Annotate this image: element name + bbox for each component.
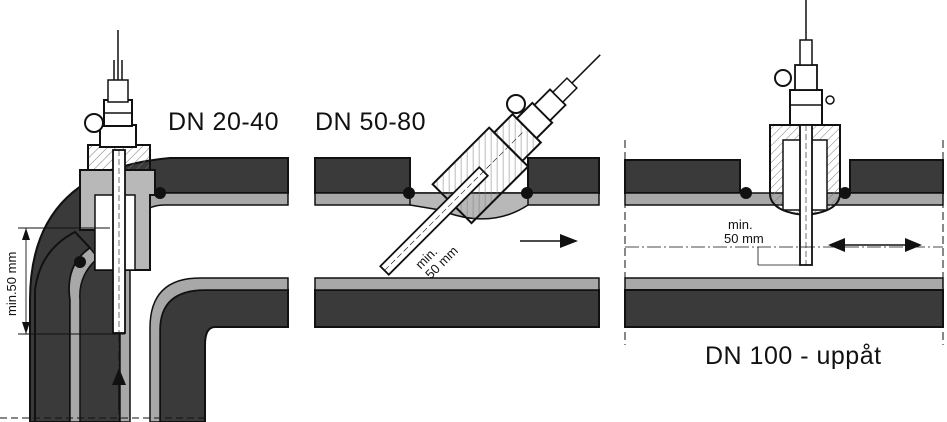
panel-straight [624, 0, 944, 345]
label-min-50-vertical: min.50 mm [4, 251, 19, 316]
pipe-top-wall [624, 159, 741, 194]
label-dn-20-40: DN 20-40 [168, 108, 279, 136]
pipe-bottom-wall [624, 289, 944, 328]
seal-ring [740, 187, 752, 199]
label-min: min. [728, 217, 753, 232]
flow-arrow-bidirectional [828, 238, 922, 252]
seal-ring [74, 256, 86, 268]
elbow-inner-liner [149, 277, 289, 422]
pipe-top-wall [849, 159, 944, 194]
seal-ring [839, 187, 851, 199]
flow-arrow-right [520, 234, 578, 248]
pipe-bottom-wall [314, 289, 600, 328]
pipe-top-wall [314, 157, 411, 194]
panel-angled [314, 54, 601, 328]
cable-lug [506, 94, 526, 114]
panel-elbow [0, 30, 289, 422]
seal-ring [154, 187, 166, 199]
flow-arrow-up [112, 368, 126, 410]
label-min-straight: min. 50 mm [724, 217, 764, 246]
pipe-top-wall [527, 157, 600, 194]
seal-ring [521, 187, 533, 199]
cable-lug [774, 69, 792, 87]
cable-lug [84, 113, 104, 133]
label-dn-50-80: DN 50-80 [315, 108, 426, 136]
seal-ring [403, 187, 415, 199]
label-dn-100: DN 100 - uppåt [705, 342, 882, 370]
elbow-inner-wall [159, 289, 289, 422]
label-50mm: 50 mm [724, 231, 764, 246]
dimension-min50-vertical [18, 227, 125, 335]
